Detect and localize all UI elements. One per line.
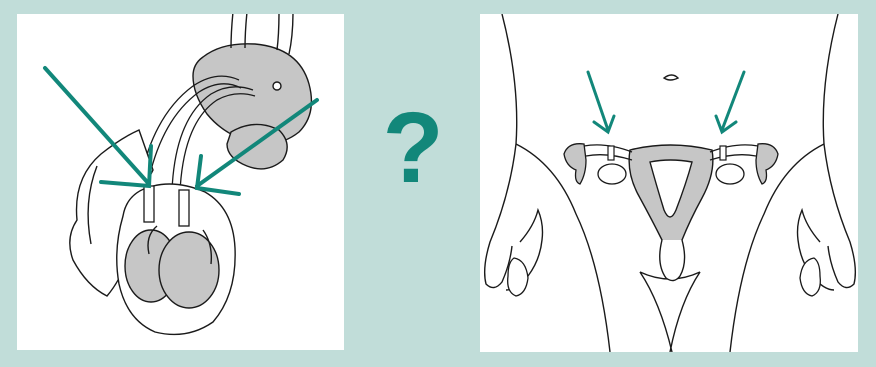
female-anatomy-illustration — [480, 14, 858, 352]
male-anatomy-panel — [17, 14, 344, 350]
male-anatomy-illustration — [17, 14, 344, 350]
prostate — [227, 124, 287, 168]
left-tube-arrow — [588, 72, 614, 132]
testes — [125, 226, 219, 308]
female-anatomy-panel — [480, 14, 858, 352]
right-tube-arrow — [716, 72, 744, 132]
question-mark-text: ? — [382, 92, 443, 204]
question-mark: ? — [378, 98, 448, 198]
uterus — [629, 145, 713, 281]
